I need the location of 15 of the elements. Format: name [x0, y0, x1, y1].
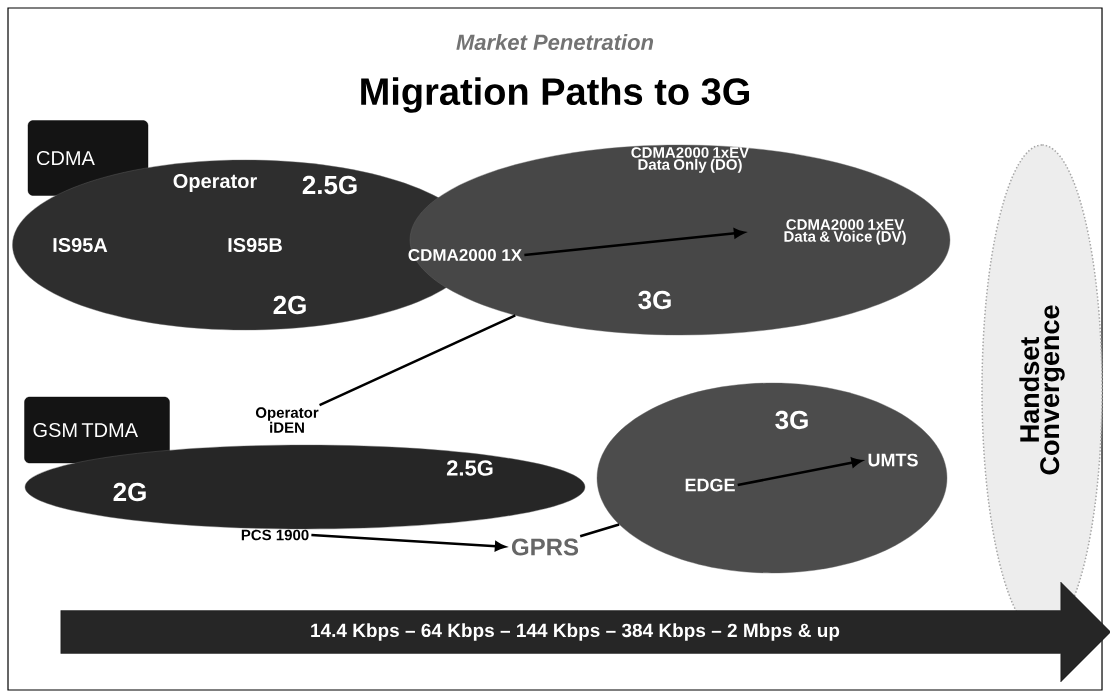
arrow [737, 457, 863, 487]
technology-label: Operator iDEN [255, 407, 319, 433]
title: Migration Paths to 3G [361, 77, 749, 113]
subtitle: Market Penetration [456, 33, 654, 51]
arrow [524, 228, 745, 257]
technology-label: GPRS [512, 538, 579, 556]
technology-label: CDMA2000 1xEV Data & Voice (DV) [784, 219, 906, 245]
technology-label: PCS 1900 [241, 529, 309, 541]
arrow [311, 533, 506, 552]
label-tab: GSM TDMA [24, 396, 170, 464]
connector-line [319, 314, 516, 407]
technology-label: EDGE [685, 478, 735, 492]
connector-line [579, 523, 620, 538]
technology-label: UMTS [868, 453, 918, 467]
technology-label: CDMA2000 1xEV Data Only (DO) [631, 147, 750, 173]
